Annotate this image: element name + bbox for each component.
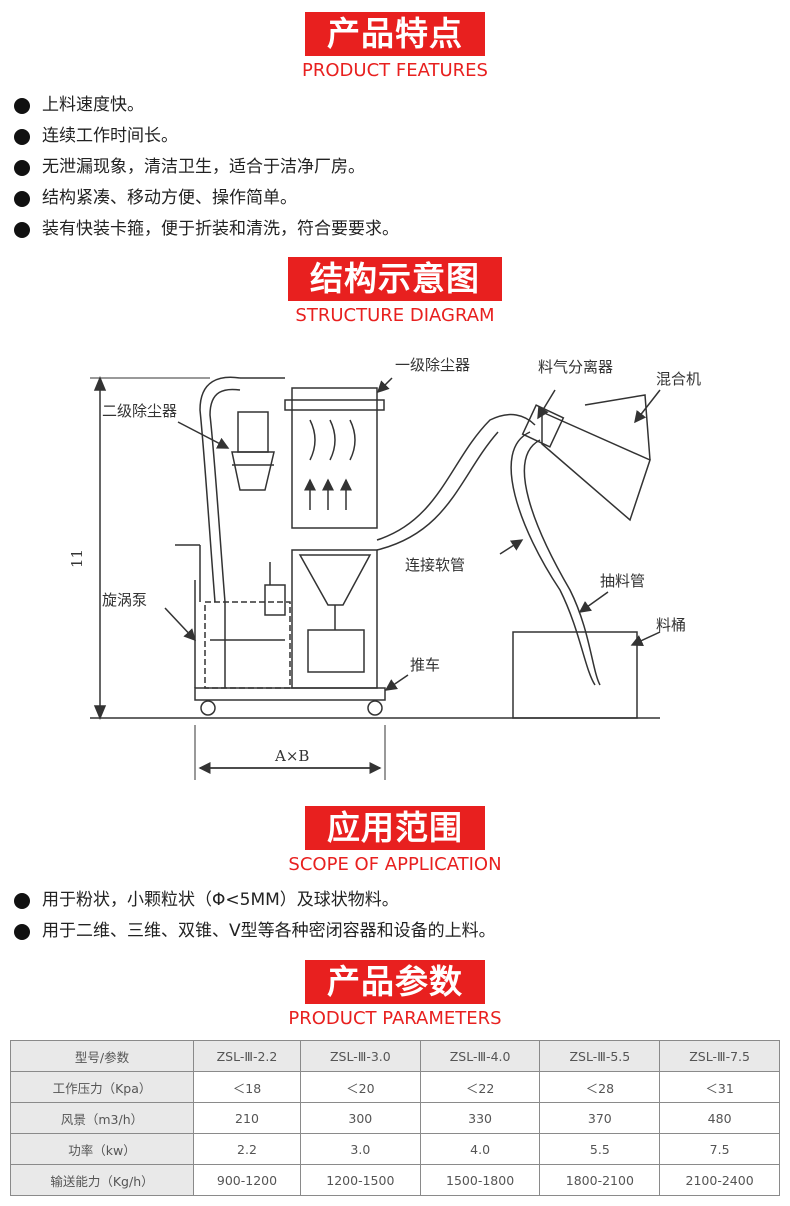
table-header-row: 型号/参数 ZSL-Ⅲ-2.2 ZSL-Ⅲ-3.0 ZSL-Ⅲ-4.0 ZSL-… bbox=[10, 1040, 780, 1072]
material-bucket bbox=[512, 631, 638, 719]
label-bucket: 料桶 bbox=[656, 616, 686, 634]
height-dimension bbox=[90, 376, 210, 720]
feature-text: 装有快装卡箍，便于折装和清洗，符合要要求。 bbox=[42, 219, 399, 239]
table-cell: 功率（kw） bbox=[10, 1133, 194, 1165]
table-header: 型号/参数 bbox=[10, 1040, 194, 1072]
list-item: 装有快装卡箍，便于折装和清洗，符合要要求。 bbox=[14, 214, 399, 245]
mixer bbox=[521, 394, 651, 522]
bullet-icon bbox=[14, 221, 30, 238]
parameters-table: 型号/参数 ZSL-Ⅲ-2.2 ZSL-Ⅲ-3.0 ZSL-Ⅲ-4.0 ZSL-… bbox=[10, 1040, 780, 1196]
label-primary-filter: 一级除尘器 bbox=[395, 356, 470, 374]
suction-pipe bbox=[510, 431, 596, 686]
bullet-icon bbox=[14, 159, 30, 176]
list-item: 用于粉状，小颗粒状（Φ<5MM）及球状物料。 bbox=[14, 885, 496, 916]
table-cell: ＜22 bbox=[419, 1071, 541, 1103]
application-text: 用于粉状，小颗粒状（Φ<5MM）及球状物料。 bbox=[42, 890, 399, 910]
bullet-icon bbox=[14, 190, 30, 207]
label-secondary-filter: 二级除尘器 bbox=[102, 402, 177, 420]
table-cell: 2.2 bbox=[193, 1133, 301, 1165]
table-row: 风景（m3/h） 210 300 330 370 480 bbox=[10, 1102, 780, 1134]
table-cell: ＜31 bbox=[659, 1071, 780, 1103]
table-cell: 370 bbox=[539, 1102, 661, 1134]
list-item: 连续工作时间长。 bbox=[14, 121, 399, 152]
table-cell: 300 bbox=[299, 1102, 421, 1134]
parameters-title-en: PRODUCT PARAMETERS bbox=[288, 1008, 502, 1029]
table-row: 功率（kw） 2.2 3.0 4.0 5.5 7.5 bbox=[10, 1133, 780, 1165]
features-header: 产品特点 PRODUCT FEATURES bbox=[0, 12, 790, 82]
table-cell: 7.5 bbox=[659, 1133, 780, 1165]
primary-filter bbox=[284, 387, 385, 689]
table-cell: ＜18 bbox=[193, 1071, 301, 1103]
bullet-icon bbox=[14, 892, 30, 909]
feature-text: 连续工作时间长。 bbox=[42, 126, 178, 146]
table-cell: 480 bbox=[659, 1102, 780, 1134]
label-separator: 料气分离器 bbox=[538, 358, 613, 376]
table-header: ZSL-Ⅲ-7.5 bbox=[659, 1040, 780, 1072]
bullet-icon bbox=[14, 128, 30, 145]
vortex-pump bbox=[175, 544, 291, 689]
label-suction-pipe: 抽料管 bbox=[600, 572, 645, 590]
table-header: ZSL-Ⅲ-5.5 bbox=[539, 1040, 661, 1072]
secondary-filter bbox=[199, 376, 285, 603]
structure-title-cn: 结构示意图 bbox=[288, 257, 502, 301]
bullet-icon bbox=[14, 97, 30, 114]
table-cell: 输送能力（Kg/h） bbox=[10, 1164, 194, 1196]
feature-text: 结构紧凑、移动方便、操作简单。 bbox=[42, 188, 297, 208]
list-item: 上料速度快。 bbox=[14, 90, 399, 121]
label-hose: 连接软管 bbox=[405, 556, 465, 574]
table-cell: 1500-1800 bbox=[419, 1164, 541, 1196]
label-width: A×B bbox=[274, 747, 309, 765]
table-cell: 工作压力（Kpa） bbox=[10, 1071, 194, 1103]
width-dimension bbox=[194, 725, 386, 780]
list-item: 无泄漏现象，清洁卫生，适合于洁净厂房。 bbox=[14, 152, 399, 183]
application-header: 应用范围 SCOPE OF APPLICATION bbox=[0, 806, 790, 876]
table-row: 工作压力（Kpa） ＜18 ＜20 ＜22 ＜28 ＜31 bbox=[10, 1071, 780, 1103]
table-cell: 210 bbox=[193, 1102, 301, 1134]
parameters-title-cn: 产品参数 bbox=[305, 960, 485, 1004]
feature-text: 无泄漏现象，清洁卫生，适合于洁净厂房。 bbox=[42, 157, 365, 177]
table-cell: 4.0 bbox=[419, 1133, 541, 1165]
label-cart: 推车 bbox=[410, 656, 440, 674]
table-cell: 330 bbox=[419, 1102, 541, 1134]
connection-hose bbox=[376, 413, 536, 541]
table-cell: 3.0 bbox=[299, 1133, 421, 1165]
height-label: 11 bbox=[68, 549, 86, 568]
bullet-icon bbox=[14, 923, 30, 940]
application-text: 用于二维、三维、双锥、V型等各种密闭容器和设备的上料。 bbox=[42, 921, 496, 941]
application-title-en: SCOPE OF APPLICATION bbox=[288, 854, 502, 875]
list-item: 结构紧凑、移动方便、操作简单。 bbox=[14, 183, 399, 214]
table-cell: 2100-2400 bbox=[659, 1164, 780, 1196]
features-title-cn: 产品特点 bbox=[305, 12, 485, 56]
table-header: ZSL-Ⅲ-2.2 bbox=[193, 1040, 301, 1072]
list-item: 用于二维、三维、双锥、V型等各种密闭容器和设备的上料。 bbox=[14, 916, 496, 947]
features-title-en: PRODUCT FEATURES bbox=[302, 60, 488, 81]
parameters-header: 产品参数 PRODUCT PARAMETERS bbox=[0, 960, 790, 1030]
table-cell: ＜20 bbox=[299, 1071, 421, 1103]
feature-text: 上料速度快。 bbox=[42, 95, 144, 115]
table-cell: 900-1200 bbox=[193, 1164, 301, 1196]
application-list: 用于粉状，小颗粒状（Φ<5MM）及球状物料。 用于二维、三维、双锥、V型等各种密… bbox=[14, 885, 496, 947]
table-cell: 风景（m3/h） bbox=[10, 1102, 194, 1134]
structure-diagram: 11 bbox=[68, 356, 701, 780]
table-header: ZSL-Ⅲ-4.0 bbox=[419, 1040, 541, 1072]
table-row: 输送能力（Kg/h） 900-1200 1200-1500 1500-1800 … bbox=[10, 1164, 780, 1196]
application-title-cn: 应用范围 bbox=[305, 806, 485, 850]
structure-title-en: STRUCTURE DIAGRAM bbox=[295, 305, 495, 326]
label-vortex-pump: 旋涡泵 bbox=[102, 591, 147, 609]
table-cell: 1200-1500 bbox=[299, 1164, 421, 1196]
table-cell: ＜28 bbox=[539, 1071, 661, 1103]
structure-header: 结构示意图 STRUCTURE DIAGRAM bbox=[0, 257, 790, 327]
label-mixer: 混合机 bbox=[656, 370, 701, 388]
table-cell: 1800-2100 bbox=[539, 1164, 661, 1196]
table-header: ZSL-Ⅲ-3.0 bbox=[299, 1040, 421, 1072]
table-cell: 5.5 bbox=[539, 1133, 661, 1165]
features-list: 上料速度快。 连续工作时间长。 无泄漏现象，清洁卫生，适合于洁净厂房。 结构紧凑… bbox=[14, 90, 399, 245]
